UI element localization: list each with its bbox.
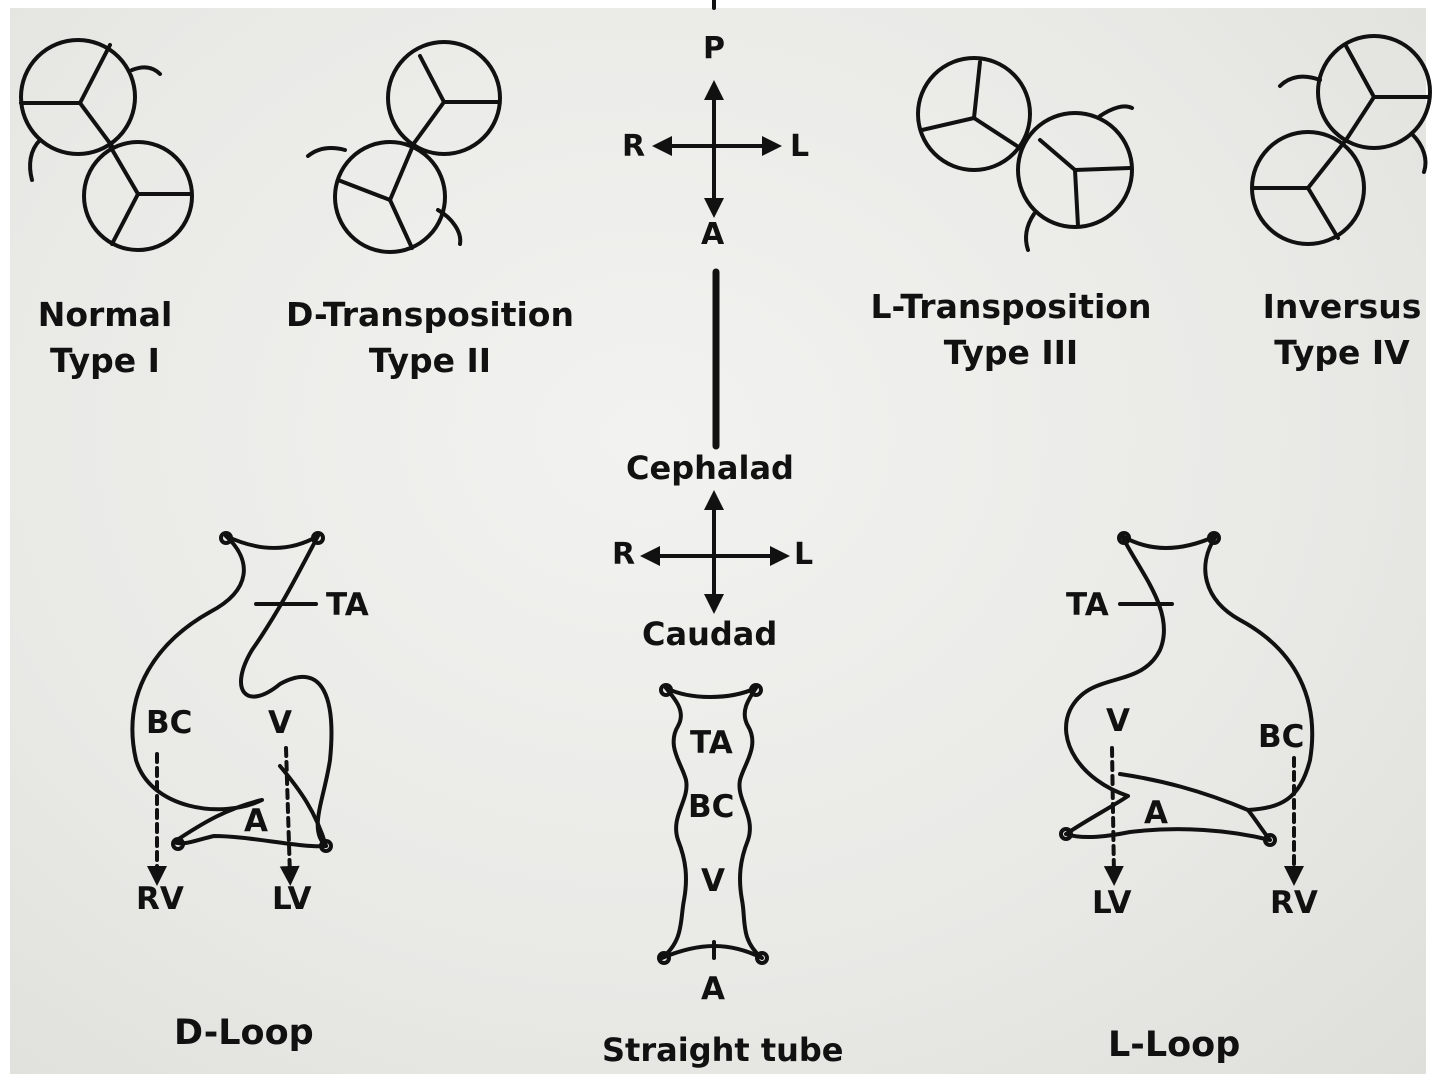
l-loop-lv-label: LV: [1092, 885, 1132, 921]
d-loop-ta-label: TA: [326, 587, 369, 623]
d-transposition-caption: D-Transposition Type II: [270, 292, 590, 384]
l-loop-a-label: A: [1144, 795, 1168, 831]
d-loop-shape: [130, 531, 334, 886]
caudad-label: Caudad: [642, 615, 778, 653]
compass-posterior-label: P: [703, 31, 725, 66]
normal-caption: Normal Type I: [20, 292, 190, 384]
compass-bottom-left-label: L: [794, 537, 814, 572]
l-loop-title: L-Loop: [1108, 1025, 1241, 1065]
d-loop-lv-label: LV: [272, 881, 312, 917]
l-loop-rv-label: RV: [1270, 885, 1318, 921]
d-loop-rv-label: RV: [136, 881, 184, 917]
l-loop-v-label: V: [1106, 703, 1130, 739]
l-transposition-type: Type III: [943, 333, 1079, 372]
inversus-name: Inversus: [1262, 287, 1422, 326]
l-transposition-name: L-Transposition: [870, 287, 1152, 326]
tube-ta-label: TA: [690, 725, 733, 761]
tube-bc-label: BC: [688, 789, 735, 825]
inversus-caption: Inversus Type IV: [1252, 284, 1432, 376]
inversus-type: Type IV: [1274, 333, 1410, 372]
d-loop-a-label: A: [244, 803, 268, 839]
normal-name: Normal: [37, 295, 173, 334]
d-transposition-name: D-Transposition: [286, 295, 574, 334]
cephalad-label: Cephalad: [626, 449, 794, 487]
l-loop-bc-label: BC: [1258, 719, 1305, 755]
l-transposition-caption: L-Transposition Type III: [856, 284, 1166, 376]
d-transposition-type: Type II: [368, 341, 492, 380]
d-loop-v-label: V: [268, 705, 292, 741]
compass-anterior-label: A: [701, 217, 725, 252]
compass-right-label: R: [622, 129, 646, 164]
normal-valves-icon: [19, 38, 194, 252]
d-loop-title: D-Loop: [174, 1013, 314, 1053]
inversus-valves-icon: [1250, 34, 1432, 246]
d-loop-bc-label: BC: [146, 705, 193, 741]
compass-left-label: L: [790, 129, 810, 164]
compass-bottom-icon: [640, 490, 790, 614]
tube-a-label: A: [701, 971, 725, 1007]
straight-tube-title: Straight tube: [602, 1031, 844, 1069]
l-loop-ta-label: TA: [1066, 587, 1109, 623]
l-transposition-valves-icon: [916, 56, 1134, 252]
l-loop-shape: [1059, 531, 1315, 886]
compass-bottom-right-label: R: [612, 537, 636, 572]
compass-top-icon: [652, 0, 782, 218]
d-transposition-valves-icon: [306, 40, 502, 254]
normal-type: Type I: [50, 341, 160, 380]
tube-v-label: V: [701, 863, 725, 899]
straight-tube-shape: [657, 683, 769, 965]
